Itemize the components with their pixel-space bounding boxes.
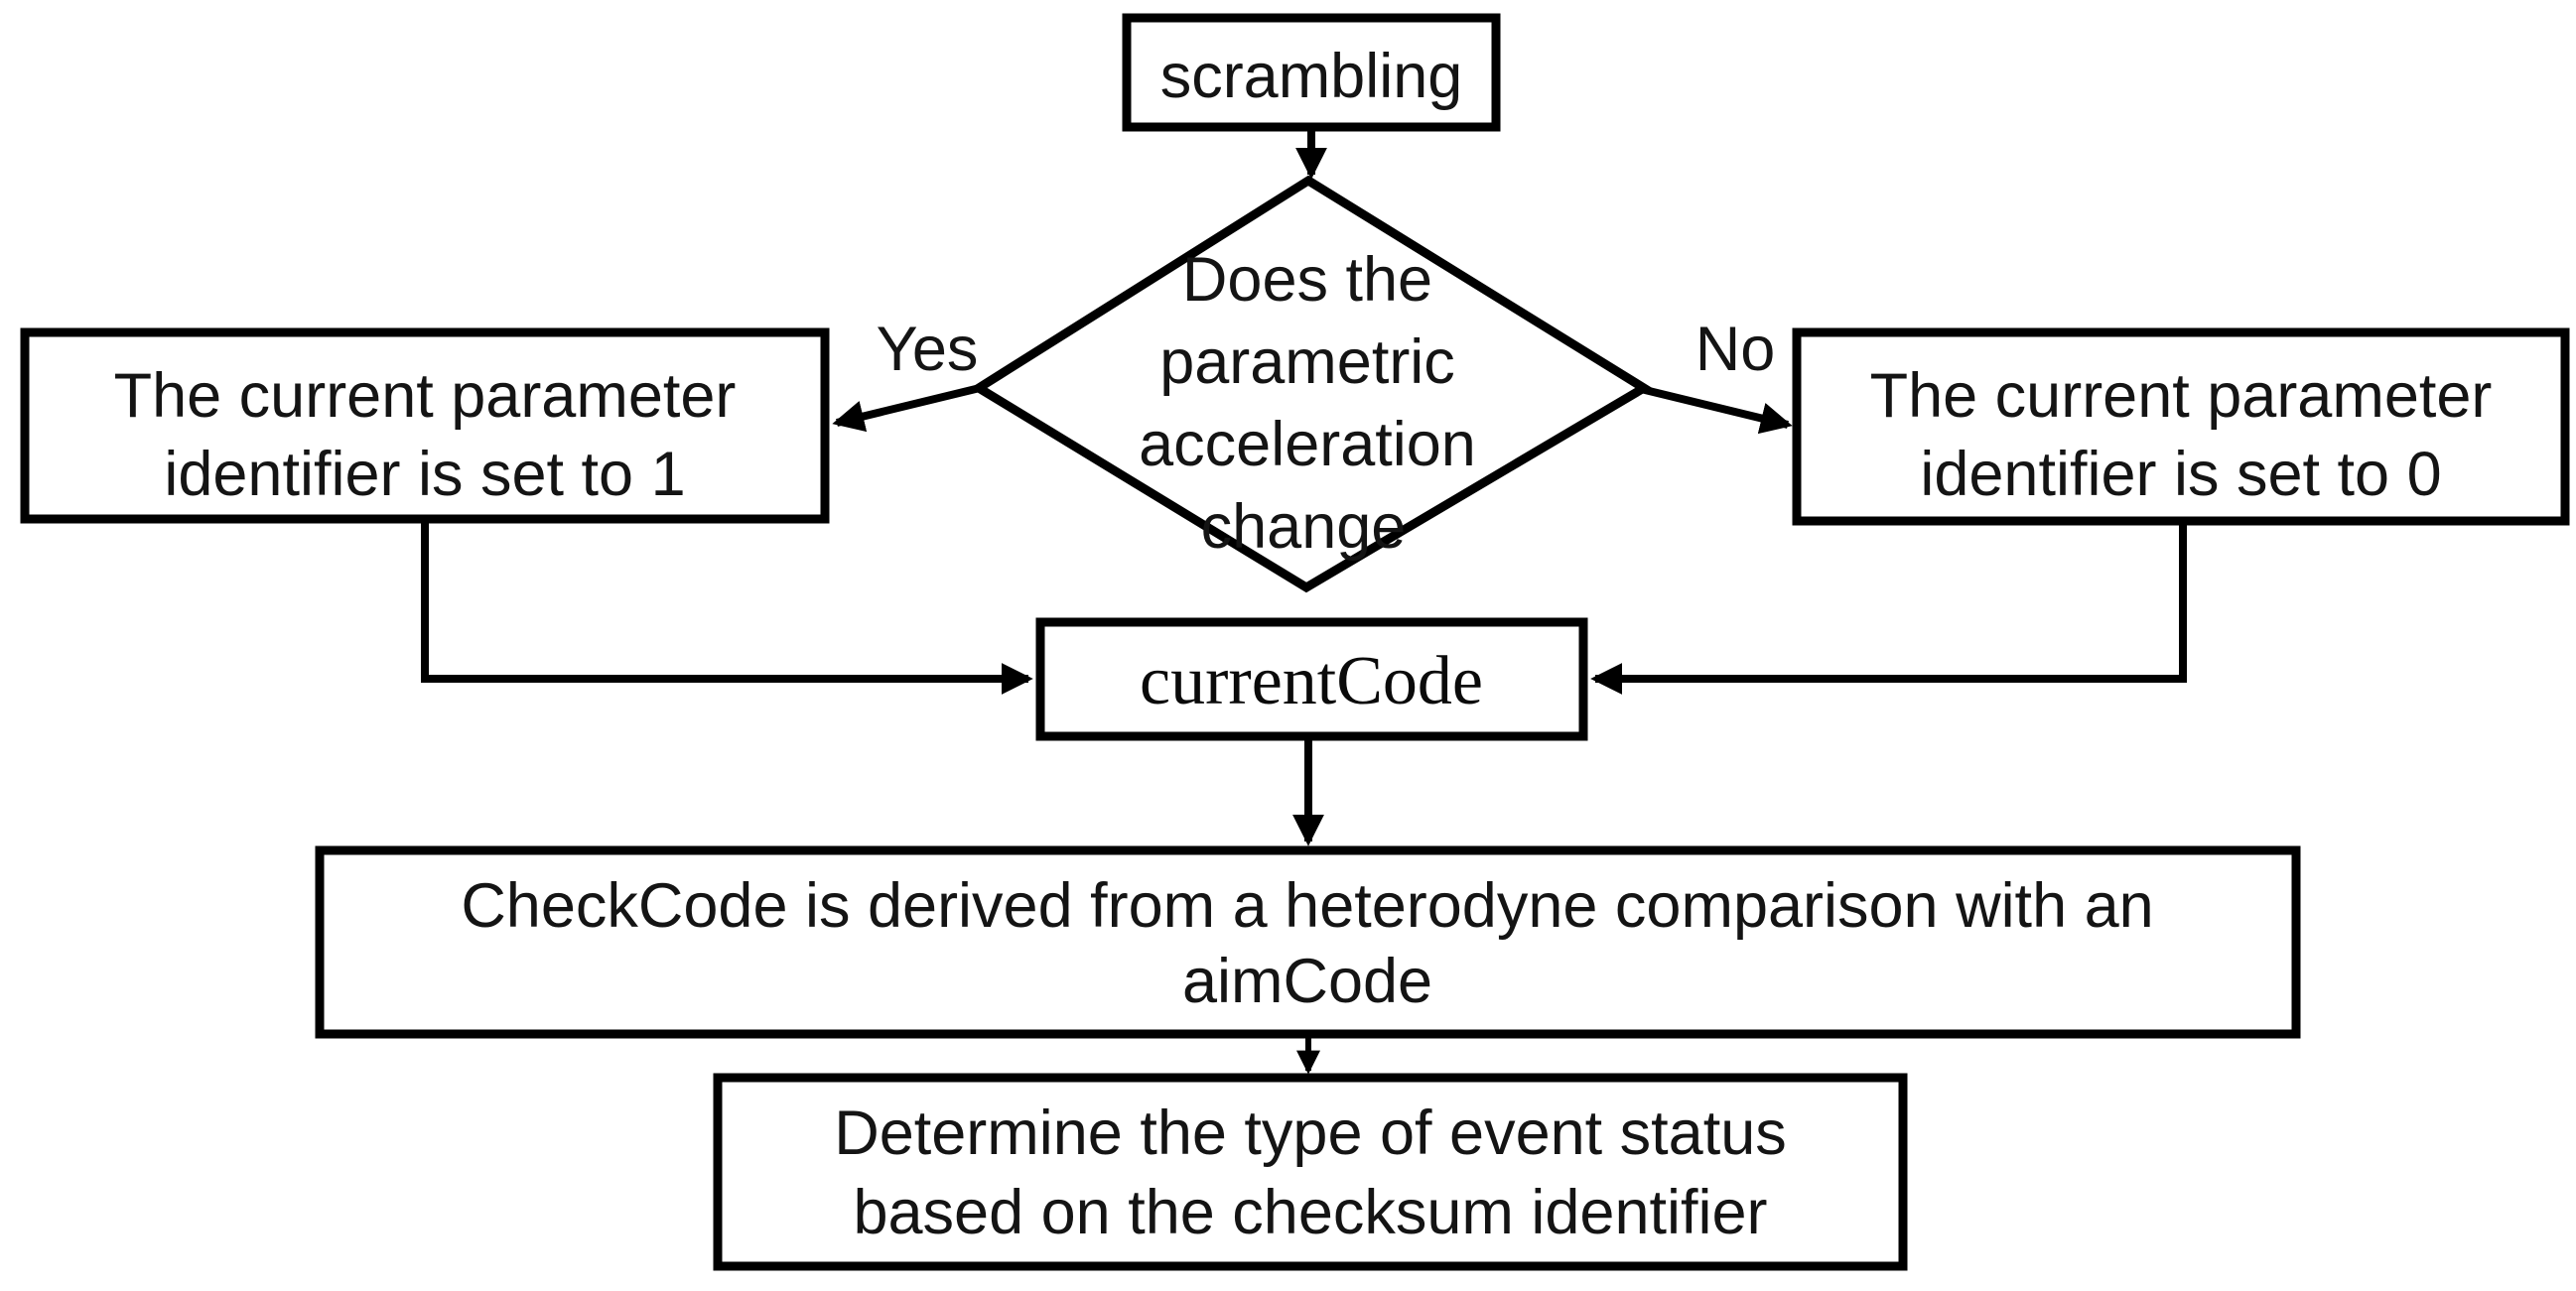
determine-line-1: Determine the type of event status <box>834 1098 1787 1168</box>
current-code-node <box>1035 617 1588 741</box>
check-code-node-label: CheckCode is derived from a heterodyne c… <box>461 871 2153 1016</box>
set-one-node <box>20 327 830 524</box>
edge-decision-no <box>1640 385 1793 435</box>
set-zero-line-2: identifier is set to 0 <box>1920 440 2441 509</box>
decision-line-3: acceleration <box>1139 410 1476 479</box>
no-branch-label: No <box>1695 315 1776 384</box>
current-code-label: currentCode <box>1140 643 1483 719</box>
set-one-line-1: The current parameter <box>114 361 737 431</box>
edge-setone-to-currentcode <box>421 520 1033 695</box>
edges <box>421 127 2187 1075</box>
determine-node-label: Determine the type of event status based… <box>834 1098 1787 1247</box>
decision-line-2: parametric <box>1159 327 1455 397</box>
set-zero-node <box>1792 327 2570 526</box>
determine-node <box>713 1073 1908 1271</box>
check-code-node <box>315 845 2301 1039</box>
set-one-line-2: identifier is set to 1 <box>164 440 685 509</box>
determine-line-2: based on the checksum identifier <box>853 1178 1767 1247</box>
edge-decision-yes <box>832 384 981 433</box>
start-node-label: scrambling <box>1160 42 1463 111</box>
edge-setzero-to-currentcode <box>1590 522 2187 695</box>
set-zero-node-label: The current parameter identifier is set … <box>1870 361 2493 509</box>
start-node <box>1122 13 1501 132</box>
decision-line-1: Does the <box>1182 245 1432 315</box>
decision-node-label: Does the parametric acceleration change <box>1139 245 1476 562</box>
set-one-node-label: The current parameter identifier is set … <box>114 361 737 509</box>
decision-node <box>970 175 1653 593</box>
yes-branch-label: Yes <box>877 315 979 384</box>
set-zero-line-1: The current parameter <box>1870 361 2493 431</box>
decision-line-4: change <box>1201 492 1407 562</box>
check-code-line-1: CheckCode is derived from a heterodyne c… <box>461 871 2153 941</box>
check-code-line-2: aimCode <box>1182 947 1432 1016</box>
